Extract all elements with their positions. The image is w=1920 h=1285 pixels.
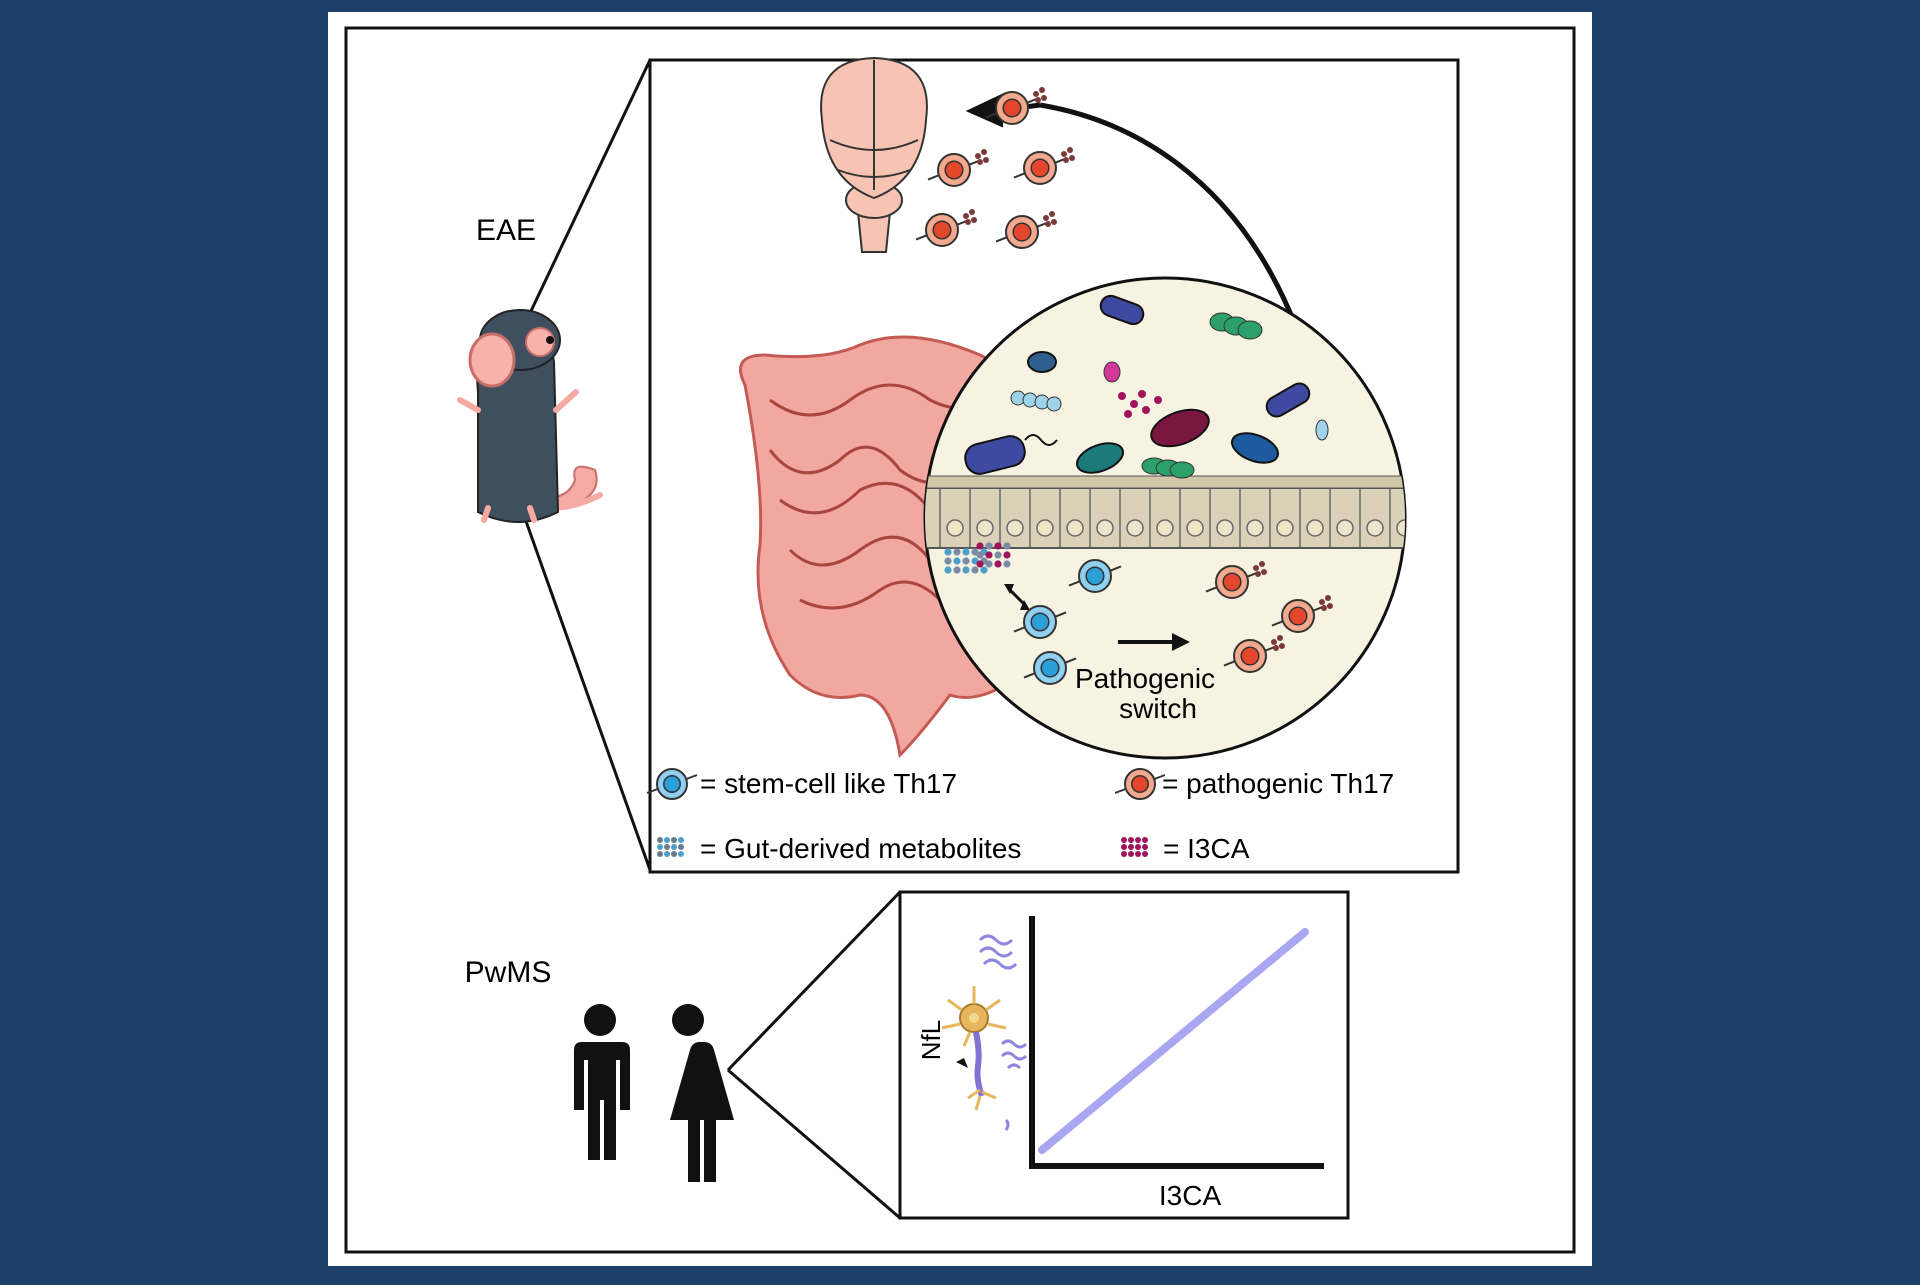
bacteria-icon xyxy=(964,294,1329,479)
legend-gut-metabolites-swatch xyxy=(657,837,684,857)
pwms-label: PwMS xyxy=(465,956,552,989)
people-icon xyxy=(574,1004,734,1182)
mouse-icon xyxy=(457,309,603,523)
zoom-line-lower-bottom xyxy=(727,1068,901,1220)
trend-line xyxy=(1038,928,1309,1154)
pathogenic-switch-label-1: Pathogenic xyxy=(1075,663,1215,694)
neuron-icon xyxy=(941,934,1028,1131)
i3ca-dots xyxy=(944,390,1162,574)
pathogenic-th17-cell xyxy=(1205,561,1267,599)
pathogenic-th17-cell xyxy=(1114,768,1166,800)
pathogenic-th17-cell xyxy=(1013,147,1075,185)
pathogenic-th17-cell xyxy=(915,209,977,247)
brain-icon xyxy=(820,56,928,253)
brain-pathogenic-cells xyxy=(915,87,1075,249)
epithelium xyxy=(925,487,1405,549)
pathogenic-switch-label-2: switch xyxy=(1119,693,1197,724)
legend: = stem-cell like Th17 = pathogenic Th17 … xyxy=(646,768,1394,864)
legend-stem-cell-swatch xyxy=(646,768,698,800)
stem-th17-cell xyxy=(646,768,698,800)
epithelial-cells xyxy=(939,488,1405,548)
stem-th17-cell xyxy=(1013,605,1067,639)
pathogenic-th17-cell xyxy=(985,87,1047,125)
pathogenic-th17-cell xyxy=(927,149,989,187)
y-axis-label: NfL xyxy=(916,1020,946,1060)
zoom-line-bottom xyxy=(520,509,652,871)
legend-i3ca-swatch xyxy=(1121,837,1148,857)
outer-frame xyxy=(344,26,1576,1254)
zoom-line-top xyxy=(520,59,652,331)
legend-pathogenic-swatch xyxy=(1114,768,1166,800)
zoom-line-lower-top xyxy=(726,890,902,1072)
stem-th17-cell xyxy=(1068,559,1122,593)
legend-pathogenic-text: = pathogenic Th17 xyxy=(1162,768,1394,799)
legend-gut-metabolites-text: = Gut-derived metabolites xyxy=(700,833,1021,864)
legend-stem-cell-text: = stem-cell like Th17 xyxy=(700,768,957,799)
pathogenic-th17-cell xyxy=(995,211,1057,249)
circle-content: Pathogenic switch xyxy=(925,294,1405,724)
circle-th17-cells xyxy=(1013,559,1333,685)
legend-i3ca-text: = I3CA xyxy=(1163,833,1250,864)
stem-th17-cell xyxy=(1023,651,1077,685)
pathogenic-th17-cell xyxy=(1271,595,1333,633)
x-axis-label: I3CA xyxy=(1159,1180,1222,1211)
eae-label: EAE xyxy=(476,214,536,247)
pwms-panel xyxy=(898,890,1350,1220)
pathogenic-th17-cell xyxy=(1223,635,1285,673)
